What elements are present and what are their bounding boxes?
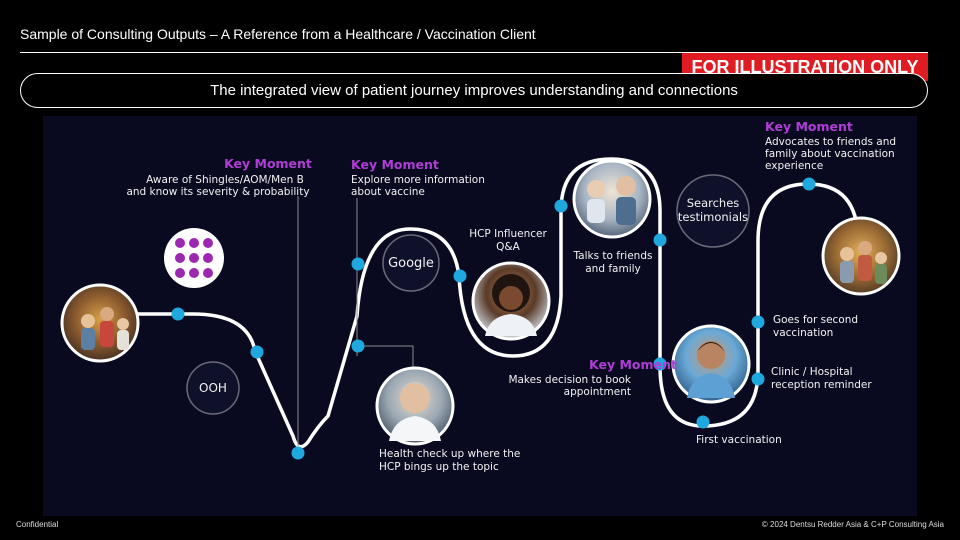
- first-vaccination-label: First vaccination: [696, 434, 782, 446]
- journey-node: [802, 177, 816, 191]
- journey-path: [126, 157, 860, 449]
- key-moment-3-line1: Makes decision to book: [508, 374, 631, 386]
- influencer-photo: [471, 261, 551, 341]
- clinic-reminder-line1: Clinic / Hospital: [771, 366, 853, 378]
- key-moment-1-line2: and know its severity & probability: [126, 186, 309, 198]
- journey-node: [653, 357, 667, 371]
- doctor-photo: [375, 366, 455, 446]
- journey-node: [171, 307, 185, 321]
- crowd-photo: [60, 283, 140, 363]
- journey-node: [653, 233, 667, 247]
- journey-node: [250, 345, 264, 359]
- second-vaccination-line1: Goes for second: [773, 314, 858, 326]
- social-media-icon: [164, 228, 224, 288]
- key-moment-4-line1: Advocates to friends and: [765, 136, 896, 148]
- testimonials-channel: Searches testimonials: [676, 174, 750, 248]
- journey-node: [696, 415, 710, 429]
- footer-copyright: © 2024 Dentsu Redder Asia & C+P Consulti…: [761, 520, 944, 529]
- health-checkup-line1: Health check up where the: [379, 448, 520, 460]
- family-photo: [821, 216, 901, 296]
- google-label: Google: [388, 256, 434, 271]
- google-channel: Google: [382, 234, 440, 292]
- testimonials-line1: Searches: [687, 196, 740, 210]
- key-moment-4-title: Key Moment: [765, 119, 853, 134]
- subtitle-pill: The integrated view of patient journey i…: [20, 73, 928, 108]
- hcp-influencer-line2: Q&A: [496, 241, 520, 253]
- talks-friends-line2: and family: [585, 263, 641, 275]
- nurse-photo: [671, 324, 751, 404]
- journey-node: [351, 339, 365, 353]
- key-moment-2-title: Key Moment: [351, 157, 439, 172]
- key-moment-2-line2: about vaccine: [351, 186, 425, 198]
- key-moment-2-line1: Explore more information: [351, 174, 485, 186]
- journey-node: [453, 269, 467, 283]
- hcp-influencer-line1: HCP Influencer: [469, 228, 547, 240]
- key-moment-1-title: Key Moment: [224, 156, 312, 171]
- key-moment-4-line3: experience: [765, 160, 823, 172]
- talks-friends-line1: Talks to friends: [573, 250, 653, 262]
- journey-node: [751, 372, 765, 386]
- journey-diagram: OOH Google Searches testimonials Key Mom…: [60, 119, 901, 473]
- journey-panel: OOH Google Searches testimonials Key Mom…: [43, 116, 917, 516]
- friends-photo: [572, 159, 652, 239]
- health-checkup-line2: HCP bings up the topic: [379, 461, 499, 473]
- slide-title: Sample of Consulting Outputs – A Referen…: [20, 26, 536, 42]
- testimonials-line2: testimonials: [678, 210, 748, 224]
- ooh-label: OOH: [199, 381, 227, 395]
- key-moment-4-line2: family about vaccination: [765, 148, 895, 160]
- key-moment-3-title: Key Moment: [589, 357, 677, 372]
- journey-node: [751, 315, 765, 329]
- key-moment-3-line2: appointment: [564, 386, 631, 398]
- second-vaccination-line2: vaccination: [773, 327, 833, 339]
- journey-node: [554, 199, 568, 213]
- ooh-channel: OOH: [186, 361, 240, 415]
- journey-node: [351, 257, 365, 271]
- clinic-reminder-line2: reception reminder: [771, 379, 872, 391]
- journey-node: [291, 446, 305, 460]
- key-moment-1-line1: Aware of Shingles/AOM/Men B: [146, 174, 304, 186]
- footer-confidential: Confidential: [16, 520, 59, 529]
- title-rule: [20, 52, 928, 53]
- subtitle-text: The integrated view of patient journey i…: [210, 82, 738, 99]
